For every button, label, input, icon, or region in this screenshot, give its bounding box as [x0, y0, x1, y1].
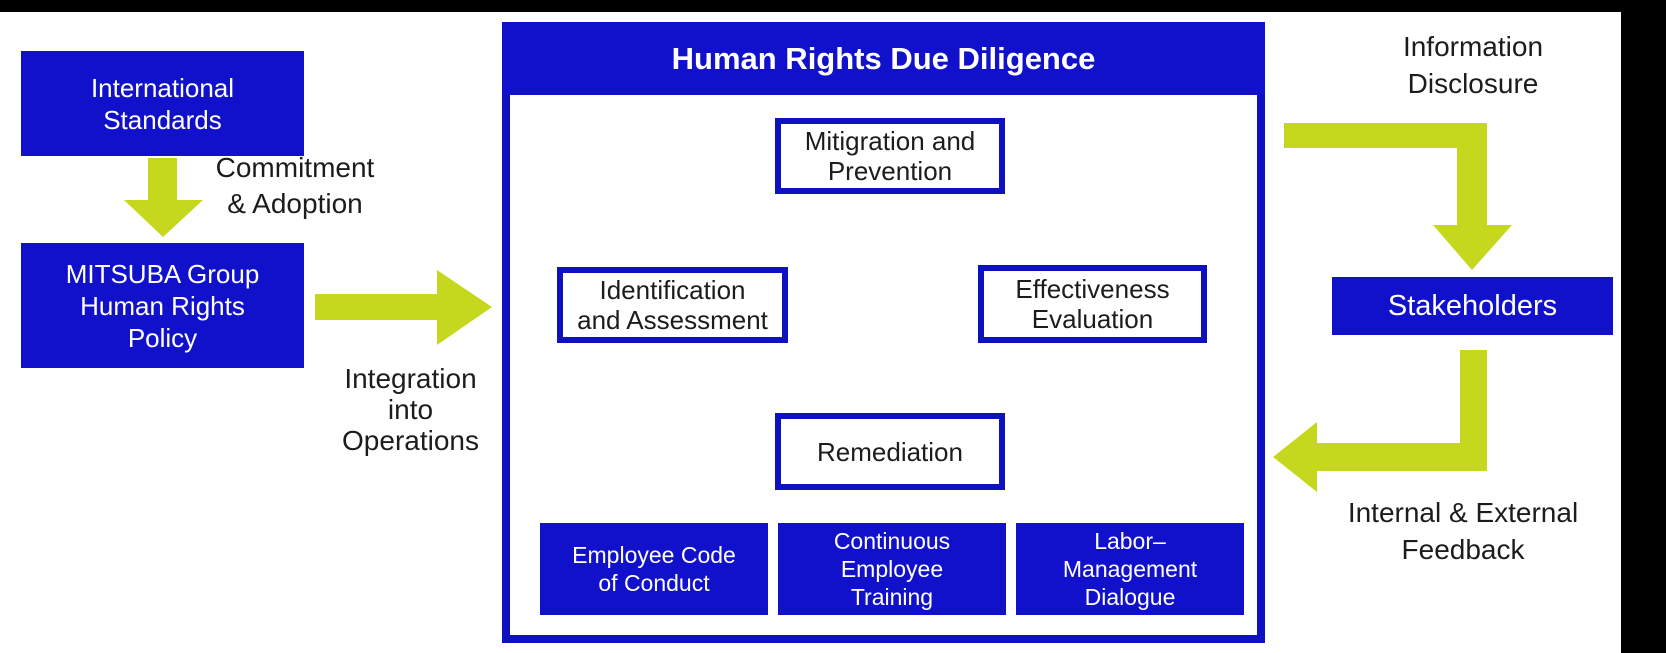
- international-standards-box: International Standards: [21, 51, 304, 156]
- information-disclosure-label: Information Disclosure: [1402, 31, 1544, 99]
- effectiveness-evaluation-box: Effectiveness Evaluation: [978, 265, 1207, 343]
- employee-training-box: Continuous Employee Training: [778, 523, 1006, 615]
- identification-assessment-box: Identification and Assessment: [557, 267, 788, 343]
- remediation-box: Remediation: [775, 413, 1005, 490]
- top-black-bar: [0, 0, 1666, 12]
- commitment-adoption-label: Commitment & Adoption: [215, 152, 375, 219]
- due-diligence-title: Human Rights Due Diligence: [671, 40, 1096, 76]
- elbow-arrow-disclosure-icon: [1284, 123, 1512, 270]
- integration-operations-label: Integration into Operations: [342, 363, 479, 456]
- internal-external-feedback-label: Internal & External Feedback: [1347, 497, 1579, 565]
- employee-code-box: Employee Code of Conduct: [540, 523, 768, 615]
- elbow-arrow-feedback-icon: [1273, 350, 1487, 492]
- stakeholders-box: Stakeholders: [1332, 277, 1613, 335]
- right-black-bar: [1621, 0, 1666, 653]
- labor-management-box: Labor– Management Dialogue: [1016, 523, 1244, 615]
- right-arrow-icon: [315, 270, 492, 345]
- due-diligence-header: Human Rights Due Diligence: [502, 22, 1265, 95]
- mitsuba-policy-box: MITSUBA Group Human Rights Policy: [21, 243, 304, 368]
- mitigration-prevention-box: Mitigration and Prevention: [775, 118, 1005, 194]
